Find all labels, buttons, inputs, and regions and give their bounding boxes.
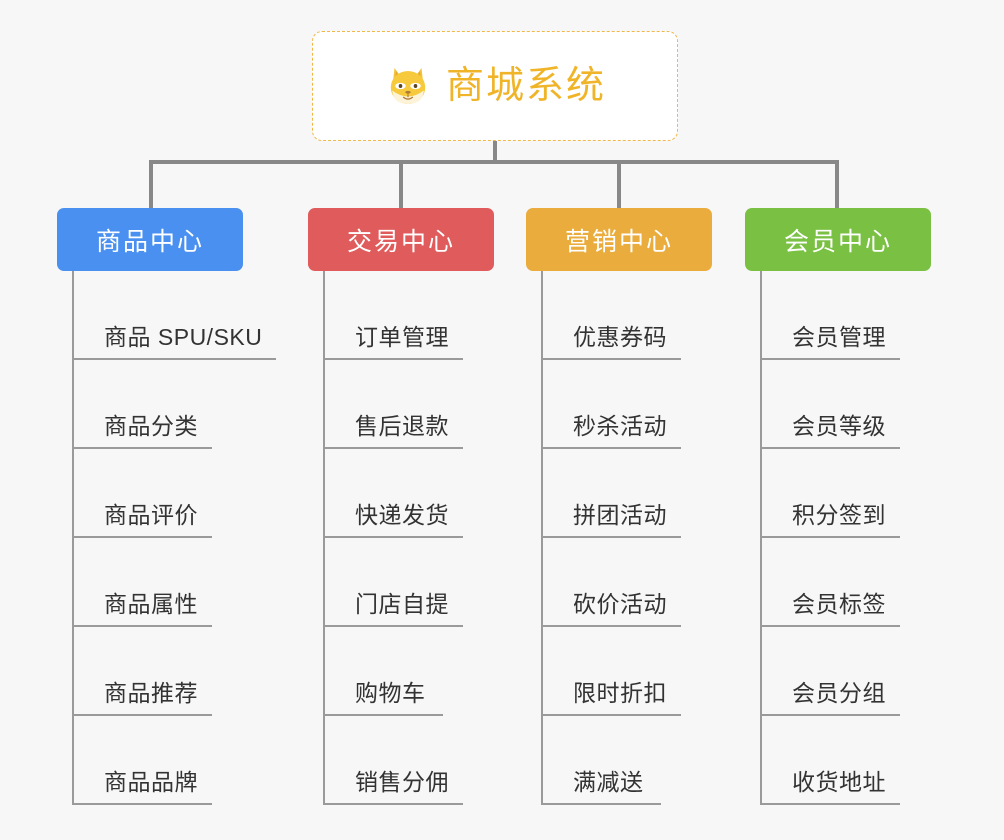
category-label: 营销中心 (564, 227, 673, 256)
branch-spine (760, 271, 762, 805)
category-label: 商品中心 (95, 227, 204, 256)
leaf-label: 商品评价 (104, 502, 198, 529)
leaf-label: 售后退款 (355, 413, 449, 440)
leaf-item[interactable]: 积分签到 (760, 449, 900, 538)
leaf-label: 秒杀活动 (573, 413, 667, 440)
branch-marketing-center: 优惠券码 秒杀活动 拼团活动 砍价活动 限时折扣 满减送 (541, 271, 681, 805)
leaf-label: 优惠券码 (573, 324, 667, 351)
leaf-item[interactable]: 商品推荐 (72, 627, 212, 716)
leaf-item[interactable]: 会员分组 (760, 627, 900, 716)
leaf-label: 会员标签 (792, 591, 886, 618)
category-box-marketing-center[interactable]: 营销中心 (526, 208, 712, 271)
leaf-item[interactable]: 砍价活动 (541, 538, 681, 627)
leaf-item[interactable]: 商品评价 (72, 449, 212, 538)
leaf-label: 商品推荐 (104, 680, 198, 707)
leaf-label: 销售分佣 (355, 769, 449, 796)
branch-spine (541, 271, 543, 805)
leaf-item[interactable]: 会员等级 (760, 360, 900, 449)
leaf-label: 商品属性 (104, 591, 198, 618)
leaf-item[interactable]: 销售分佣 (323, 716, 463, 805)
leaf-label: 积分签到 (792, 502, 886, 529)
leaf-label: 商品品牌 (104, 769, 198, 796)
leaf-item[interactable]: 商品属性 (72, 538, 212, 627)
leaf-item[interactable]: 门店自提 (323, 538, 463, 627)
connector-drop-4 (835, 160, 839, 208)
shiba-dog-icon (390, 68, 426, 106)
category-box-member-center[interactable]: 会员中心 (745, 208, 931, 271)
leaf-item[interactable]: 订单管理 (323, 271, 463, 360)
leaf-item[interactable]: 会员管理 (760, 271, 900, 360)
branch-spine (72, 271, 74, 805)
leaf-item[interactable]: 售后退款 (323, 360, 463, 449)
category-label: 会员中心 (783, 227, 892, 256)
leaf-label: 购物车 (355, 680, 426, 707)
leaf-item[interactable]: 购物车 (323, 627, 443, 716)
leaf-label: 会员管理 (792, 324, 886, 351)
leaf-item[interactable]: 优惠券码 (541, 271, 681, 360)
leaf-item[interactable]: 快递发货 (323, 449, 463, 538)
leaf-label: 快递发货 (355, 502, 449, 529)
branch-trade-center: 订单管理 售后退款 快递发货 门店自提 购物车 销售分佣 (323, 271, 463, 805)
leaf-label: 满减送 (573, 769, 644, 796)
category-box-trade-center[interactable]: 交易中心 (308, 208, 494, 271)
leaf-label: 会员分组 (792, 680, 886, 707)
leaf-label: 商品 SPU/SKU (104, 324, 263, 351)
leaf-item[interactable]: 会员标签 (760, 538, 900, 627)
leaf-label: 限时折扣 (573, 680, 667, 707)
category-label: 交易中心 (346, 227, 455, 256)
leaf-label: 砍价活动 (573, 591, 667, 618)
root-node[interactable]: 商城系统 (312, 31, 678, 141)
leaf-label: 拼团活动 (573, 502, 667, 529)
leaf-item[interactable]: 商品品牌 (72, 716, 212, 805)
leaf-item[interactable]: 商品分类 (72, 360, 212, 449)
connector-drop-3 (617, 160, 621, 208)
connector-horizontal-bus (149, 160, 839, 164)
category-box-product-center[interactable]: 商品中心 (57, 208, 243, 271)
leaf-item[interactable]: 秒杀活动 (541, 360, 681, 449)
leaf-item[interactable]: 商品 SPU/SKU (72, 271, 277, 360)
branch-product-center: 商品 SPU/SKU 商品分类 商品评价 商品属性 商品推荐 商品品牌 (72, 271, 277, 805)
leaf-item[interactable]: 拼团活动 (541, 449, 681, 538)
leaf-item[interactable]: 收货地址 (760, 716, 900, 805)
leaf-label: 收货地址 (792, 769, 886, 796)
branch-member-center: 会员管理 会员等级 积分签到 会员标签 会员分组 收货地址 (760, 271, 900, 805)
root-title: 商城系统 (445, 65, 606, 107)
branch-spine (323, 271, 325, 805)
leaf-label: 商品分类 (104, 413, 198, 440)
connector-drop-1 (149, 160, 153, 208)
connector-root-stem (493, 141, 497, 163)
leaf-label: 会员等级 (792, 413, 886, 440)
leaf-item[interactable]: 限时折扣 (541, 627, 681, 716)
connector-drop-2 (399, 160, 403, 208)
leaf-label: 门店自提 (355, 591, 449, 618)
leaf-label: 订单管理 (355, 324, 449, 351)
leaf-item[interactable]: 满减送 (541, 716, 661, 805)
